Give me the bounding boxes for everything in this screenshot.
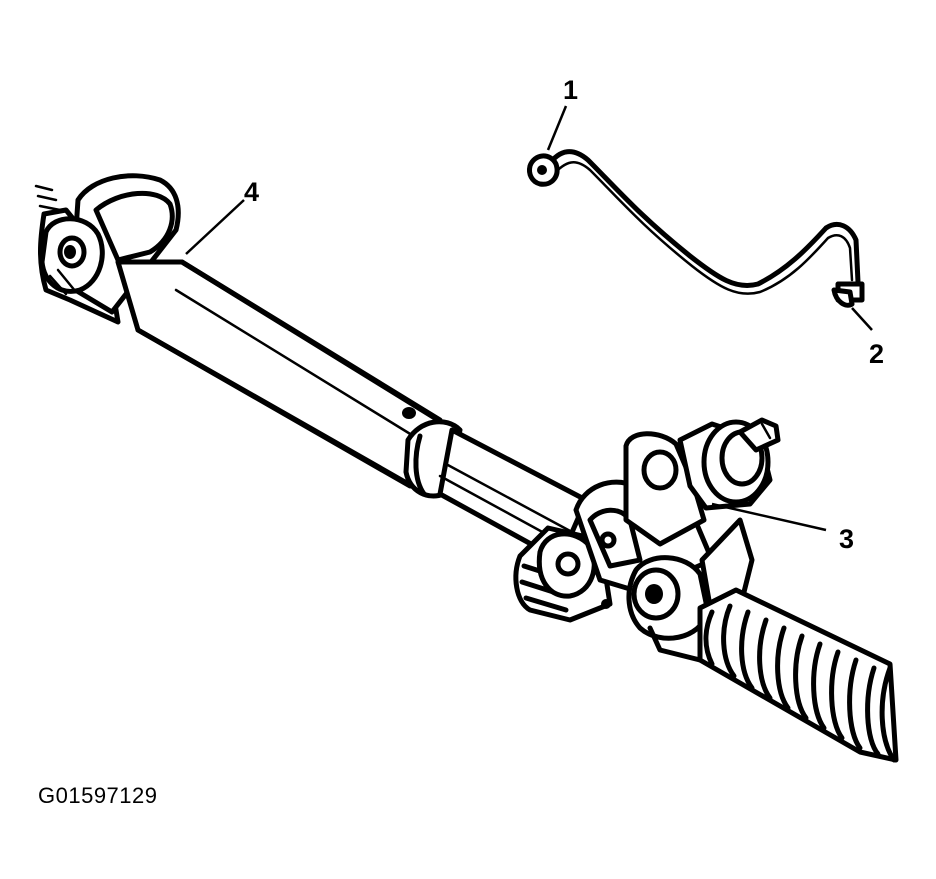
- valve-housing: [513, 417, 781, 663]
- figure-id: G01597129: [38, 783, 158, 808]
- leader-line-4: [185, 199, 245, 255]
- fluid-line: [527, 149, 865, 308]
- callout-2-label: 2: [869, 339, 884, 369]
- leader-line-1: [546, 105, 568, 151]
- leader-line-2: [851, 307, 873, 331]
- rack-housing-tube: [115, 259, 443, 489]
- callout-4-label: 4: [244, 177, 259, 207]
- bellows-boot: [697, 587, 899, 763]
- callout-1-label: 1: [563, 75, 578, 105]
- leader-line-3: [711, 502, 827, 532]
- callout-3-label: 3: [839, 524, 854, 554]
- left-mount-bushing: [34, 173, 181, 325]
